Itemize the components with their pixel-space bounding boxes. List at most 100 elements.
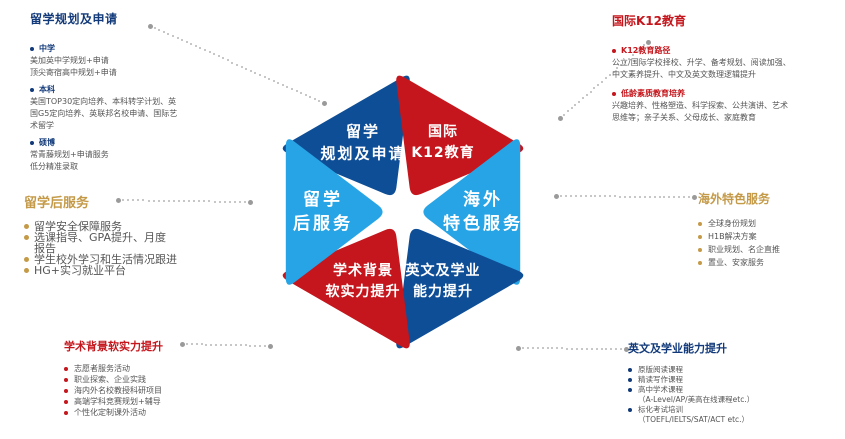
info-list-item-text: H1B解决方案 [708, 232, 757, 241]
info-group: 低龄素质教育培养兴趣培养、性格塑造、科学探索、公共演讲、艺术思维等；亲子关系、父… [612, 88, 842, 124]
connector-dot [295, 89, 298, 92]
connector-dot [612, 70, 615, 73]
bullet-dot-icon [64, 399, 68, 404]
info-list-item: 学生校外学习和生活情况跟进 [24, 254, 220, 265]
connector-dot [309, 95, 312, 98]
connector-dot [571, 347, 573, 350]
info-group-heading-text: K12教育路径 [621, 46, 671, 55]
connector-dot [683, 195, 686, 198]
petal-study-planning[interactable]: 留学规划及申请 [282, 75, 410, 196]
info-group-line: 思维等；亲子关系、父母成长、家庭教育 [612, 113, 756, 122]
info-list-item: 选课指导、GPA提升、月度 [24, 232, 220, 243]
connector-endpoint [557, 115, 563, 121]
connector-dot [203, 49, 206, 52]
info-list-item-text: 学生校外学习和生活情况跟进 [34, 253, 177, 266]
connector-dot [566, 110, 569, 113]
info-group-heading: K12教育路径 [612, 45, 842, 57]
connector-dot [132, 199, 135, 202]
petal-study-planning-label-2: 规划及申请 [320, 145, 405, 163]
connector-dot [259, 344, 262, 347]
info-list-item: 留学安全保障服务 [24, 221, 220, 232]
block-study-planning: 留学规划及申请 中学美加英中学规划+申请顶尖寄宿高中规划+申请本科美国TOP30… [30, 10, 270, 178]
connector-dot [185, 343, 188, 346]
connector-dot [678, 195, 681, 198]
connector-dot [638, 195, 641, 198]
info-list-item: 置业、安家服务 [698, 256, 838, 269]
petal-overseas-services[interactable]: 海外特色服务 [423, 139, 523, 285]
info-group: 中学美加英中学规划+申请顶尖寄宿高中规划+申请 [30, 43, 270, 79]
connector-endpoint [623, 346, 629, 352]
connector-endpoint [247, 199, 253, 205]
connector-dot [643, 195, 646, 198]
connector-dot [648, 195, 651, 198]
connector-dot [198, 200, 201, 203]
connector-dot [624, 195, 626, 198]
connector-dot [595, 347, 598, 350]
info-list-item-text: 个性化定制课外活动 [74, 408, 146, 417]
block-english-ability-list: 原版阅读课程精读写作课程高中学术课程（A-Level/AP/美高在线课程etc.… [628, 365, 838, 425]
connector-dot [222, 57, 225, 60]
bullet-dot-icon [64, 377, 68, 382]
connector-dot [142, 199, 145, 202]
petal-k12-education-label-2: K12教育 [411, 144, 474, 161]
connector-dot [639, 47, 642, 50]
connector-dot [663, 195, 666, 198]
connector-dot [635, 50, 638, 53]
connector-dot [127, 199, 130, 202]
connector-dot [521, 347, 524, 349]
connector-dot [585, 347, 588, 350]
connector-dot [658, 195, 661, 198]
info-list-item-text: 职业规划、名企直推 [708, 245, 780, 254]
connector-dot [181, 39, 184, 42]
connector-dot [137, 199, 140, 202]
block-k12-education-groups: K12教育路径公立/国际学校择校、升学、备考规划、阅读加强、中文素养提升、中文及… [612, 45, 842, 124]
connector-dot [604, 77, 607, 80]
connector-dot [582, 97, 584, 100]
connector-dot [589, 90, 592, 93]
info-group-line: 中文素养提升、中文及英文数理逻辑提升 [612, 70, 756, 79]
connector-dot [318, 100, 321, 102]
connector-dot [244, 344, 247, 347]
connector-dot [213, 200, 216, 203]
info-group-heading-text: 硕博 [39, 138, 55, 147]
connector-dot [585, 93, 588, 96]
info-group: 本科美国TOP30定向培养、本科转学计划、英国G5定向培养、英联邦名校申请、国际… [30, 84, 270, 132]
connector-dot [594, 195, 597, 198]
info-list-item: （TOEFL/IELTS/SAT/ACT etc.） [628, 415, 838, 425]
petal-study-planning-label-1: 留学 [346, 123, 380, 141]
petal-english-ability[interactable]: 英文及学业能力提升 [396, 228, 524, 349]
petal-academic-background-label-1: 学术背景 [333, 262, 393, 279]
petal-english-ability-shape [396, 228, 524, 349]
connector-dot [213, 53, 216, 56]
petal-post-study-services-label-1: 留学 [303, 189, 343, 210]
petal-post-study-services-shape [285, 139, 383, 285]
connector-dot [245, 67, 248, 70]
petal-k12-education[interactable]: 国际K12教育 [396, 75, 524, 196]
connector-endpoint [115, 197, 121, 203]
info-list-item: 职业探索、企业实践 [64, 374, 264, 385]
petal-post-study-services[interactable]: 留学后服务 [285, 139, 383, 285]
connector-dot [643, 44, 646, 47]
connector-dot [599, 195, 602, 198]
connector-endpoint [147, 23, 153, 29]
connector-dot [203, 200, 206, 203]
info-group-line: 顶尖寄宿高中规划+申请 [30, 68, 117, 77]
connector-dot [215, 343, 218, 346]
info-list-item: H1B解决方案 [698, 230, 838, 243]
bullet-dot-icon [612, 92, 616, 96]
connector-dot [220, 343, 223, 346]
connector-dot [566, 347, 569, 350]
connector-dot [193, 200, 196, 203]
info-group-line: 兴趣培养、性格塑造、科学探索、公共演讲、艺术 [612, 101, 788, 110]
bullet-dot-icon [628, 368, 632, 372]
petal-academic-background-label-2: 软实力提升 [326, 283, 401, 300]
info-group: K12教育路径公立/国际学校择校、升学、备考规划、阅读加强、中文素养提升、中文及… [612, 45, 842, 81]
connector-dot [579, 195, 582, 198]
info-group-heading: 本科 [30, 84, 270, 96]
connector-dot [153, 27, 156, 29]
info-list-item-text: 高端学科竞赛规划+辅导 [74, 397, 161, 406]
petal-academic-background[interactable]: 学术背景软实力提升 [282, 228, 410, 349]
connector-dot [604, 195, 607, 198]
